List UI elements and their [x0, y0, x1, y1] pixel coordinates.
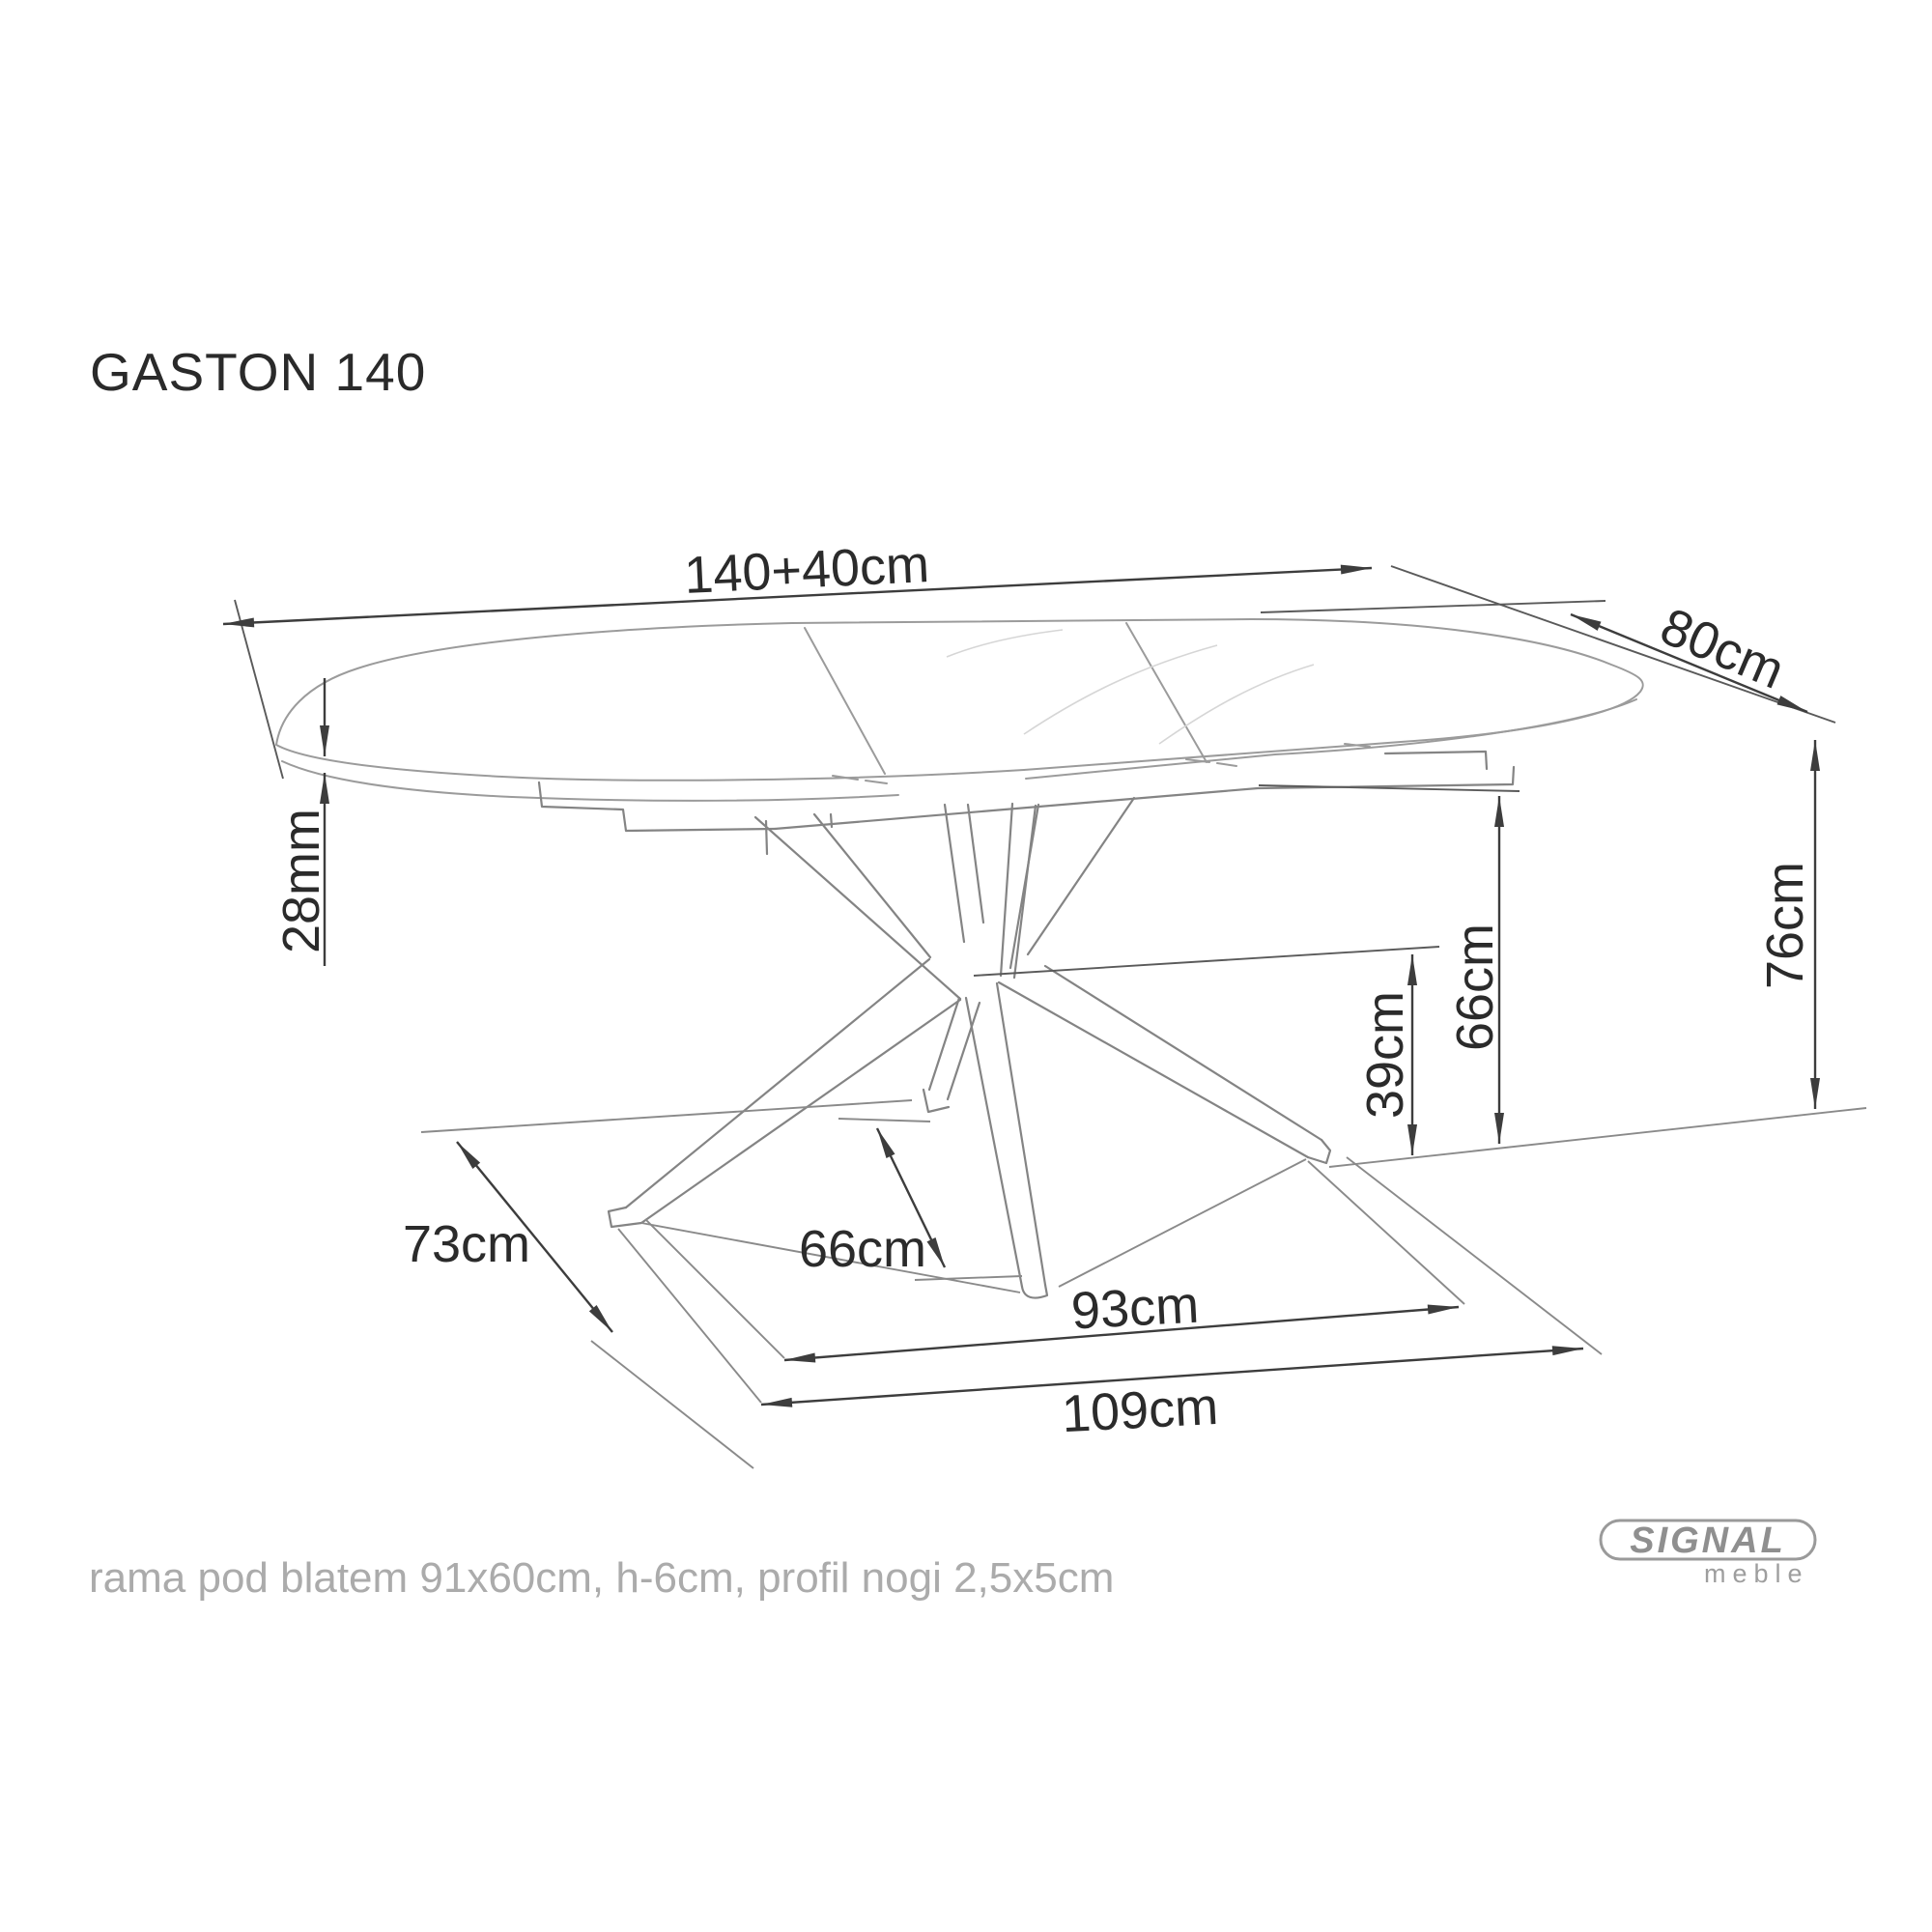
- leg-back-foot: [922, 1088, 951, 1114]
- extension-right-foot-b: [1346, 1156, 1603, 1355]
- leg-left: [624, 957, 962, 1225]
- label-span-outer: 109cm: [1061, 1378, 1220, 1443]
- floor-line-back: [420, 1099, 913, 1133]
- leg-front: [964, 981, 1047, 1289]
- dimension-base-side: 73cm: [403, 1141, 613, 1333]
- footer-note: rama pod blatem 91x60cm, h-6cm, profil n…: [89, 1554, 1114, 1602]
- arm-upper-center-left: [943, 803, 985, 944]
- logo-sub-text: meble: [1704, 1559, 1809, 1588]
- reference-line-hub-height: [973, 946, 1440, 977]
- extension-line-back-right: [1260, 600, 1606, 613]
- dimension-line-span-outer: [760, 1346, 1584, 1407]
- floor-edge-left-front: [640, 1222, 1021, 1293]
- logo-pill-border: [1599, 1519, 1817, 1561]
- logo-brand-text: SIGNAL: [1630, 1520, 1786, 1561]
- dimension-clearance: 66cm: [1258, 784, 1520, 1144]
- brand-logo: SIGNAL meble: [1599, 1519, 1817, 1588]
- leg-right: [997, 964, 1323, 1159]
- floor-reference-lines: [420, 1099, 1867, 1469]
- dimension-height: 76cm: [1756, 740, 1820, 1109]
- dimension-cross-height: 39cm: [973, 946, 1440, 1155]
- leg-front-foot: [1020, 1283, 1049, 1299]
- dimension-line-length: [222, 564, 1373, 628]
- dimension-length: 140+40cm: [222, 535, 1836, 780]
- tabletop-edge-lower-left: [281, 760, 899, 802]
- leg-right-foot: [1306, 1138, 1332, 1165]
- dimension-line-width: [1570, 612, 1808, 714]
- arm-upper-right: [1009, 796, 1136, 970]
- underframe-bottom: [773, 765, 1516, 831]
- label-span-inner: 93cm: [1070, 1276, 1201, 1341]
- extension-left-foot-c: [590, 1340, 754, 1469]
- dimension-thickness: 28mm: [272, 678, 330, 966]
- underframe-steps-left: [537, 781, 777, 833]
- page-title: GASTON 140: [90, 342, 426, 402]
- dimension-base-depth: 66cm: [799, 1127, 947, 1278]
- label-thickness: 28mm: [272, 809, 330, 953]
- label-base-depth: 66cm: [799, 1220, 926, 1278]
- label-base-side: 73cm: [403, 1215, 530, 1273]
- tick-base-depth-bottom: [914, 1275, 1023, 1281]
- extension-leaf-seam-right: [1125, 622, 1208, 763]
- label-cross-height: 39cm: [1356, 991, 1414, 1119]
- marble-vein-lines: [946, 629, 1315, 745]
- floor-edge-front-right: [1058, 1158, 1307, 1288]
- tick-base-depth-top: [838, 1118, 931, 1122]
- leg-back: [927, 996, 981, 1101]
- latch-detail-marks: [832, 743, 1371, 784]
- dimension-base-span-outer: 109cm: [760, 1346, 1584, 1443]
- tabletop-edge-lower-right: [1025, 698, 1637, 780]
- extension-left-foot-b: [617, 1228, 762, 1404]
- underframe-step-right: [1383, 750, 1489, 771]
- tabletop-outline: [275, 618, 1644, 781]
- extension-left-foot-a: [644, 1218, 785, 1359]
- arm-upper-left: [753, 812, 962, 1001]
- label-width: 80cm: [1653, 597, 1793, 700]
- floor-line-right: [1328, 1107, 1867, 1168]
- leg-left-foot: [607, 1206, 643, 1229]
- dimension-width: 80cm: [1260, 597, 1808, 714]
- dimension-base-span-inner: 93cm: [783, 1276, 1460, 1363]
- extension-line-left-tip: [234, 599, 284, 780]
- label-length: 140+40cm: [683, 535, 930, 605]
- table-drawing: [275, 618, 1644, 1299]
- extension-right-foot-a: [1307, 1160, 1465, 1305]
- label-clearance: 66cm: [1446, 923, 1504, 1051]
- label-height: 76cm: [1756, 862, 1814, 989]
- dimension-line-base-depth: [875, 1127, 947, 1268]
- arm-upper-center-right: [999, 802, 1037, 980]
- dimension-line-base-side: [456, 1141, 613, 1333]
- extension-leaf-seam-left: [804, 627, 886, 775]
- tick-clearance-top: [1258, 784, 1520, 792]
